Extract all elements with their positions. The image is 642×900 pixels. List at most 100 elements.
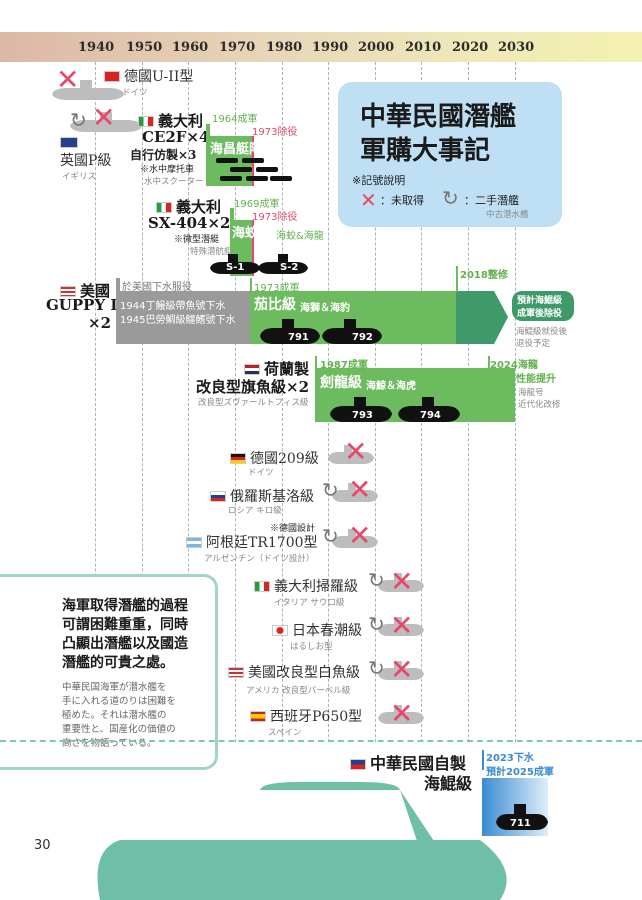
boat-names: 海獅＆海豹 bbox=[300, 303, 350, 314]
commission-label: 1987成軍 bbox=[320, 360, 368, 371]
cross-icon: ✕ bbox=[390, 697, 414, 730]
submarine-silhouette bbox=[378, 661, 424, 680]
class-label: 茄比級 bbox=[254, 297, 296, 313]
entry-subnote: ※水中摩托車 bbox=[140, 165, 195, 175]
submarine-silhouette bbox=[378, 617, 424, 636]
entry-jp: イタリア サウロ級 bbox=[274, 598, 345, 608]
gridline bbox=[282, 62, 283, 742]
recycle-icon: ↻ bbox=[322, 524, 339, 548]
entry-name: 義大利 bbox=[158, 112, 204, 130]
flag-icon bbox=[350, 759, 366, 770]
entry-subnote: ※微型潛艇 bbox=[174, 235, 220, 245]
gridline bbox=[142, 62, 143, 742]
hull-number: S-1 bbox=[226, 262, 245, 273]
cross-icon: ✕ bbox=[348, 519, 372, 552]
plan-badge: 預計海鯤級 成軍後除役 bbox=[512, 291, 574, 321]
year-label: 1990 bbox=[312, 40, 349, 55]
commentary-zh: 海軍取得潛艦的過程 可謂困難重重，同時 凸顯出潛艦以及國造 潛艦的可貴之處。 bbox=[62, 597, 188, 673]
commentary-line: 手に入れる道のりは困難を bbox=[62, 696, 177, 707]
cross-icon: ✕ bbox=[56, 63, 80, 96]
entry-roc-own: 中華民國自製 bbox=[350, 750, 466, 774]
submarine-silhouette bbox=[210, 254, 308, 274]
hull-number: 792 bbox=[352, 332, 373, 343]
submarine-silhouette bbox=[378, 705, 424, 724]
retire-label: 1973除役 bbox=[252, 127, 298, 138]
flag-icon bbox=[230, 453, 246, 464]
year-label: 1980 bbox=[266, 40, 303, 55]
legend-note: ※記號說明 bbox=[352, 174, 406, 187]
recycle-icon: ↻ bbox=[368, 568, 385, 592]
entry-name: 西班牙P650型 bbox=[270, 709, 363, 725]
commentary-box: 海軍取得潛艦的過程 可謂困難重重，同時 凸顯出潛艦以及國造 潛艦的可貴之處。 中… bbox=[0, 574, 218, 770]
cross-icon: ✕ bbox=[344, 435, 368, 468]
entry-name: 俄羅斯基洛級 bbox=[230, 489, 314, 505]
entry-jp: 近代化改修 bbox=[518, 400, 561, 410]
entry-jp: 改良型ズヴァールトフィス級 bbox=[198, 398, 309, 408]
scooter-icons bbox=[216, 158, 292, 181]
commentary-line: 可謂困難重重，同時 bbox=[62, 617, 188, 633]
hull-number: 711 bbox=[510, 818, 531, 829]
entry-ar-tr1700: 阿根廷TR1700型 bbox=[186, 532, 318, 552]
recycle-icon: ↻ bbox=[442, 186, 459, 210]
tick bbox=[456, 266, 458, 292]
commentary-line: 中華民国海軍が潜水艦を bbox=[62, 682, 167, 693]
entry-model: 改良型旗魚級×2 bbox=[196, 378, 310, 396]
entry-name: 德國209級 bbox=[250, 451, 319, 467]
divider bbox=[0, 740, 642, 742]
hull-number: 793 bbox=[352, 410, 373, 421]
entry-jp: 海鯤級就役後 bbox=[516, 327, 568, 337]
entry-model: GUPPY II bbox=[46, 296, 125, 314]
class-label: 海蛟級 bbox=[232, 226, 272, 241]
timeline-band bbox=[0, 32, 642, 62]
commentary-line: 凸顯出潛艦以及國造 bbox=[62, 636, 188, 652]
flag-icon bbox=[138, 116, 154, 127]
year-label: 2010 bbox=[405, 40, 442, 55]
year-label: 1960 bbox=[172, 40, 209, 55]
entry-jp: はるしお型 bbox=[290, 642, 333, 652]
entry-de209: 德國209級 bbox=[230, 448, 319, 468]
history-line: 1945巴勞鯛級鱷鰭號下水 bbox=[120, 315, 236, 326]
entry-jp: ドイツ bbox=[248, 468, 274, 478]
plan-text: 預計海鯤級 bbox=[517, 296, 563, 306]
entry-es-p650: 西班牙P650型 bbox=[250, 706, 362, 726]
entry-jp: 水中スクーター bbox=[144, 177, 204, 187]
retire-line bbox=[252, 220, 254, 276]
submarine-silhouette bbox=[332, 483, 378, 502]
hero-submarine-sail bbox=[97, 782, 507, 900]
flag-icon bbox=[228, 667, 244, 678]
launch-label: 2023下水 bbox=[486, 753, 534, 764]
commentary-line: 極めた。それは潜水艦の bbox=[62, 710, 167, 721]
retire-label: 1973除役 bbox=[252, 212, 298, 223]
flag-icon bbox=[104, 71, 120, 82]
submarine-silhouette bbox=[328, 445, 374, 464]
year-label: 1950 bbox=[126, 40, 163, 55]
entry-germany-u2: 德國U-II型 bbox=[104, 66, 193, 86]
year-label: 1970 bbox=[219, 40, 256, 55]
legend-title-line2: 軍購大事記 bbox=[360, 136, 491, 166]
submarine-silhouette bbox=[332, 529, 378, 548]
entry-name: 德國U-II型 bbox=[124, 69, 194, 85]
recycle-icon: ↻ bbox=[322, 478, 339, 502]
entry-jp: 退役予定 bbox=[516, 339, 551, 349]
entry-us-guppy: 美國 bbox=[60, 280, 110, 301]
entry-name: 美國改良型白魚級 bbox=[248, 665, 360, 681]
legend-box: 中華民國潛艦 軍購大事記 ※記號說明 ✕ ：未取得 ↻ ：二手潛艦 中古潜水艦 bbox=[338, 82, 562, 227]
tick bbox=[488, 356, 490, 370]
entry-jp: 特殊潜航艇 bbox=[190, 247, 233, 257]
submarine-silhouette bbox=[330, 397, 460, 422]
cross-icon: ✕ bbox=[360, 188, 377, 212]
entry-ru-kilo: 俄羅斯基洛級 bbox=[210, 486, 314, 506]
entry-name: 義大利掃羅級 bbox=[274, 579, 358, 595]
cross-icon: ✕ bbox=[92, 101, 116, 134]
entry-jp-harushio: 日本春潮級 bbox=[272, 620, 362, 640]
commentary-line: 重要性と、国産化の価値の bbox=[62, 724, 176, 735]
commission-label: 1964成軍 bbox=[212, 114, 258, 125]
year-label: 2020 bbox=[452, 40, 489, 55]
recycle-icon: ↻ bbox=[70, 108, 87, 132]
entry-note: ※德國設計 bbox=[270, 524, 316, 534]
flag-icon bbox=[244, 364, 260, 375]
refit-label: 2018整修 bbox=[460, 270, 508, 281]
entry-name: 阿根廷TR1700型 bbox=[206, 535, 318, 551]
legend-title-line1: 中華民國潛艦 bbox=[360, 102, 517, 132]
entry-nl: 荷蘭製 bbox=[244, 358, 309, 379]
